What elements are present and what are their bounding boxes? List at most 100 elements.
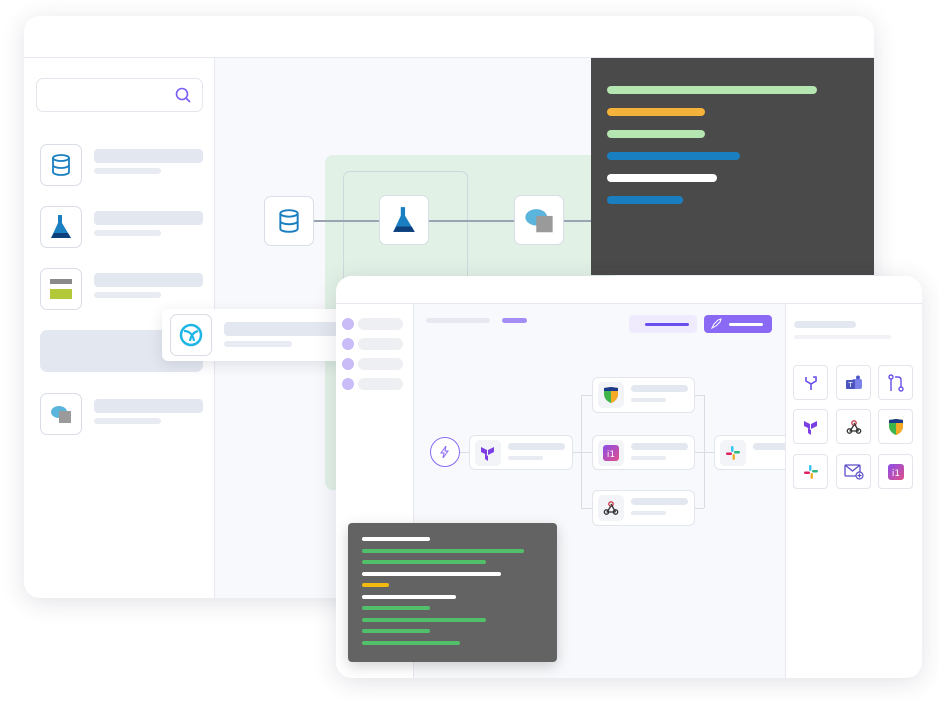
- sidebar-item-table[interactable]: [40, 268, 82, 310]
- pipeline-node-cloud[interactable]: [514, 195, 564, 245]
- pipeline-node-database[interactable]: [264, 196, 314, 246]
- code-line: [607, 152, 740, 160]
- code-line: [362, 537, 430, 541]
- code-line: [362, 583, 389, 587]
- code-panel: [591, 58, 874, 275]
- bolt-icon: [440, 446, 449, 458]
- skeleton-subtitle: [94, 230, 161, 236]
- breadcrumb-current[interactable]: [502, 318, 527, 323]
- code-line: [362, 549, 524, 553]
- deploy-button[interactable]: [704, 315, 772, 333]
- palette-item-slack[interactable]: [793, 454, 828, 489]
- flow-node-incident[interactable]: i1: [592, 435, 695, 470]
- flask-icon: [393, 207, 415, 232]
- shield-icon: [604, 387, 618, 403]
- breadcrumb: [426, 318, 490, 323]
- mail-add-icon: [843, 464, 864, 480]
- connector: [581, 395, 592, 396]
- terraform-icon: [803, 420, 817, 435]
- skeleton-subtitle: [94, 418, 161, 424]
- pull-request-icon: [887, 373, 904, 392]
- skeleton-title: [94, 149, 203, 163]
- git-fork-icon: [804, 375, 817, 390]
- sidebar-item-flask[interactable]: [40, 206, 82, 248]
- code-line: [362, 606, 430, 610]
- shield-icon: [888, 418, 903, 435]
- palette-item-pull-request[interactable]: [878, 365, 913, 400]
- webhook-icon: [846, 419, 861, 434]
- skeleton-subtitle: [224, 341, 292, 347]
- code-line: [607, 196, 683, 204]
- incident-icon: i1: [603, 445, 619, 461]
- code-line: [607, 174, 717, 182]
- connector: [581, 395, 582, 508]
- flow-node-shield[interactable]: [592, 377, 695, 413]
- webhook-icon: [603, 501, 619, 515]
- connector: [694, 395, 704, 396]
- sidebar-item-database[interactable]: [40, 144, 82, 186]
- teams-icon: T: [845, 375, 862, 389]
- search-input[interactable]: [36, 78, 203, 112]
- pipeline-node-flask[interactable]: [379, 195, 429, 245]
- palette-item-incident[interactable]: i1: [878, 454, 913, 489]
- palette-item-mail-add[interactable]: [836, 454, 871, 489]
- palette-item-shield[interactable]: [878, 409, 913, 444]
- code-panel-front: [348, 523, 557, 662]
- database-icon: [279, 209, 299, 233]
- globe-network-icon: [179, 323, 203, 347]
- code-line: [607, 130, 705, 138]
- floating-card-icon-box: [170, 314, 212, 356]
- skeleton-title: [94, 273, 203, 287]
- connector: [694, 508, 704, 509]
- cloud-container-icon: [525, 209, 553, 233]
- rocket-icon: [710, 318, 722, 330]
- database-icon: [52, 154, 70, 176]
- arrow: [429, 220, 514, 222]
- skeleton-subtitle: [794, 335, 891, 339]
- trigger-node[interactable]: [430, 437, 460, 467]
- arrow: [564, 220, 594, 222]
- connector: [460, 452, 470, 453]
- svg-text:i1: i1: [891, 469, 899, 479]
- code-line: [607, 86, 817, 94]
- flow-node-slack[interactable]: [714, 435, 794, 470]
- terraform-icon: [481, 447, 494, 461]
- skeleton-title: [794, 321, 856, 328]
- secondary-button[interactable]: [629, 315, 697, 333]
- connector: [572, 452, 592, 453]
- skeleton-subtitle: [94, 168, 161, 174]
- code-line: [362, 641, 460, 645]
- code-line: [362, 572, 501, 576]
- table-icon: [50, 279, 72, 299]
- arrow: [314, 220, 379, 222]
- connector: [694, 452, 714, 453]
- slack-icon: [726, 446, 740, 460]
- sidebar-item-cloud-container[interactable]: [40, 393, 82, 435]
- window-header: [336, 276, 922, 304]
- code-line: [362, 618, 486, 622]
- window-header: [24, 16, 874, 58]
- search-icon[interactable]: [175, 87, 192, 104]
- palette-item-terraform[interactable]: [793, 409, 828, 444]
- connector: [581, 508, 592, 509]
- palette-item-webhook[interactable]: [836, 409, 871, 444]
- flow-node-terraform[interactable]: [469, 435, 573, 470]
- slack-icon: [803, 464, 818, 479]
- flask-icon: [51, 215, 71, 238]
- connector: [704, 395, 705, 508]
- skeleton-title: [224, 322, 342, 336]
- skeleton-title: [94, 211, 203, 225]
- skeleton-title: [94, 399, 203, 413]
- flow-node-webhook[interactable]: [592, 490, 695, 526]
- svg-text:T: T: [847, 381, 853, 389]
- code-line: [607, 108, 705, 116]
- cloud-container-icon: [51, 406, 71, 423]
- svg-text:i1: i1: [607, 450, 615, 460]
- code-line: [362, 595, 456, 599]
- palette-item-teams[interactable]: T: [836, 365, 871, 400]
- skeleton-subtitle: [94, 292, 161, 298]
- incident-icon: i1: [887, 463, 904, 480]
- palette-item-git-fork[interactable]: [793, 365, 828, 400]
- palette-panel: T i1: [785, 304, 922, 678]
- floating-card[interactable]: [162, 309, 342, 361]
